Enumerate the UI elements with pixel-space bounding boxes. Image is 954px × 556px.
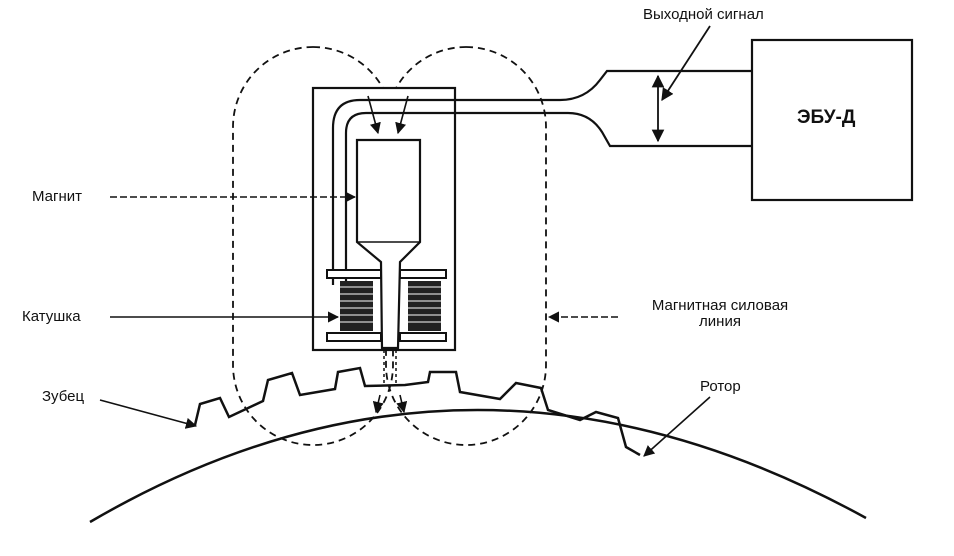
rotor-teeth [193,366,641,457]
leader-rotor [643,396,711,457]
leader-tooth [99,399,198,429]
coil-flange-top-right [399,269,447,279]
wire-bottom [344,111,752,285]
label-output-signal: Выходной сигнал [643,6,764,23]
coil-windings-right [408,281,441,331]
label-field-line: Магнитная силовая линия [620,298,820,330]
label-coil: Катушка [22,308,81,325]
wire-top [331,69,752,285]
ecu-box [750,38,914,202]
label-tooth: Зубец [42,388,85,405]
coil-flange-top-left [326,269,382,279]
coil-flange-bottom-right [399,332,447,342]
label-rotor: Ротор [700,378,741,395]
magnet-body [355,138,422,350]
coil-windings-left [340,281,373,331]
leader-output-signal [661,25,711,102]
rotor-outline [89,408,867,524]
coil-flange-bottom-left [326,332,382,342]
label-magnet: Магнит [32,188,83,205]
label-field-line-1: Магнитная силовая [651,297,789,314]
label-ecu: ЭБУ-Д [797,107,856,128]
label-field-line-2: линия [699,313,741,330]
